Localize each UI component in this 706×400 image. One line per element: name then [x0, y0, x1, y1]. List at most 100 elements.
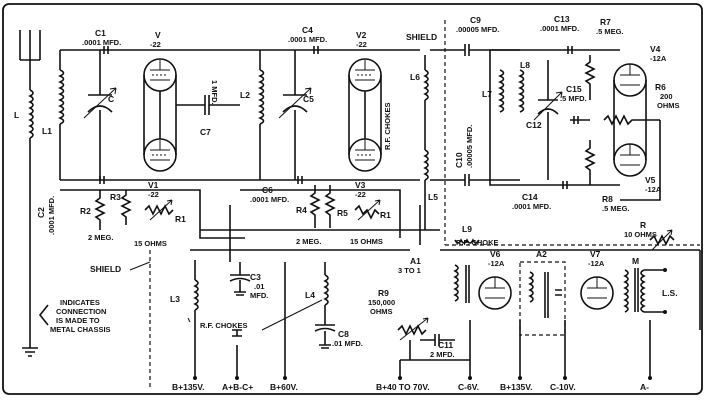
label-a2: A2 — [536, 249, 547, 259]
label-r7-value: .5 MEG. — [596, 27, 624, 36]
tube-v2 — [348, 58, 382, 92]
label-l8: L8 — [520, 60, 530, 70]
label-c13-value: .0001 MFD. — [540, 24, 579, 33]
chassis-ground-symbol — [22, 330, 38, 357]
label-c3-unit: MFD. — [250, 291, 268, 300]
terminal-ls-1 — [663, 268, 667, 272]
label-a-minus: A- — [640, 382, 649, 392]
label-c1-value: .0001 MFD. — [82, 38, 121, 47]
label-v-type: -22 — [150, 40, 161, 49]
label-l5: L5 — [428, 192, 438, 202]
label-a1: A1 — [410, 256, 421, 266]
terminal-c6 — [468, 376, 472, 380]
tube-v — [143, 58, 177, 92]
audio-bus — [440, 249, 701, 330]
variable-capacitor-c5 — [278, 50, 312, 180]
capacitor-c11 — [409, 334, 455, 360]
label-r3: R3 — [110, 192, 121, 202]
label-r5: R5 — [337, 208, 348, 218]
label-v4-type: -12A — [650, 54, 667, 63]
tube-v3 — [348, 138, 382, 172]
label-l9: L9 — [462, 224, 472, 234]
resistor-r6 — [603, 114, 660, 126]
tube-v5 — [613, 143, 647, 177]
label-r-value: 10 OHMS — [624, 230, 657, 239]
label-r9-value: 150,000 — [368, 298, 395, 307]
label-rf-chokes-2: R.F. CHOKES — [200, 321, 248, 330]
ground-a-plus — [232, 329, 242, 337]
label-c8-value: .01 MFD. — [332, 339, 363, 348]
label-r9-unit: OHMS — [370, 307, 393, 316]
label-v4: V4 — [650, 44, 661, 54]
label-r6: R6 — [655, 82, 666, 92]
label-r6-value: 200 — [660, 92, 673, 101]
terminal-ls-2 — [663, 310, 667, 314]
resistor-r4 — [309, 185, 321, 228]
resistor-r5 — [324, 185, 336, 228]
choke-a2 — [528, 271, 562, 318]
audio-ground-rail — [400, 320, 651, 378]
capacitor-c3 — [229, 262, 251, 296]
label-c15: C15 — [566, 84, 582, 94]
note-line-1: INDICATES — [60, 298, 100, 307]
label-2meg-a: 2 MEG. — [88, 233, 113, 242]
label-c8: C8 — [338, 329, 349, 339]
label-c4: C4 — [302, 25, 313, 35]
capacitor-c13 — [567, 46, 573, 54]
label-r4: R4 — [296, 205, 307, 215]
label-v3-type: -22 — [355, 190, 366, 199]
label-v: V — [155, 30, 161, 40]
label-c1: C1 — [95, 28, 106, 38]
label-c11-value: 2 MFD. — [430, 350, 455, 359]
label-2meg-b: 2 MEG. — [296, 237, 321, 246]
b-plus-bus — [229, 205, 421, 262]
tube-v-link — [143, 75, 177, 155]
label-c10: C10 — [454, 152, 464, 168]
terminal-leads-left — [194, 262, 286, 378]
antenna-symbol — [19, 30, 41, 75]
tube-v7 — [580, 276, 614, 310]
label-a1-value: 3 TO 1 — [398, 266, 421, 275]
resistor-r2 — [94, 190, 106, 230]
label-l: L — [14, 110, 19, 120]
label-v6: V6 — [490, 249, 501, 259]
label-v6-type: -12A — [488, 259, 505, 268]
label-l3: L3 — [170, 294, 180, 304]
label-v2-type: -22 — [356, 40, 367, 49]
coil-l2 — [257, 50, 265, 180]
label-c6v: C-6V. — [458, 382, 479, 392]
antenna-coil-l — [28, 75, 34, 330]
label-c7-value: 1 MFD. — [210, 80, 219, 105]
capacitor-c15 — [570, 116, 590, 124]
rf-choke-l3 — [193, 260, 199, 370]
label-b60: B+60V. — [270, 382, 298, 392]
chassis-note-arrow — [38, 304, 49, 326]
stage3-top-bus — [489, 49, 620, 186]
rheostat-r1b — [354, 204, 380, 220]
label-c14: C14 — [522, 192, 538, 202]
label-v5: V5 — [645, 175, 656, 185]
capacitor-c14 — [562, 181, 568, 189]
note-line-4: METAL CHASSIS — [50, 325, 111, 334]
tube-v4 — [613, 63, 647, 97]
label-v1: V1 — [148, 180, 159, 190]
rf-choke-l4 — [323, 262, 329, 325]
label-15ohms-a: 15 OHMS — [134, 239, 167, 248]
label-c10-value: .00005 MFD. — [465, 125, 474, 168]
label-l6: L6 — [410, 72, 420, 82]
label-b40-70: B+40 TO 70V. — [376, 382, 430, 392]
note-line-2: CONNECTION — [56, 307, 106, 316]
label-c5: C5 — [303, 94, 314, 104]
capacitor-c2 — [99, 176, 105, 184]
label-c10v: C-10V. — [550, 382, 576, 392]
diagram-border — [2, 3, 703, 395]
capacitor-c7 — [176, 95, 240, 115]
variable-capacitor-c — [83, 50, 117, 180]
label-v2: V2 — [356, 30, 367, 40]
label-c15-value: .5 MFD. — [560, 94, 587, 103]
transformer-m — [623, 268, 646, 313]
capacitor-c8 — [314, 324, 336, 349]
tube-v2-link — [348, 75, 382, 155]
label-c7: C7 — [200, 127, 211, 137]
coil-l8 — [517, 69, 525, 113]
